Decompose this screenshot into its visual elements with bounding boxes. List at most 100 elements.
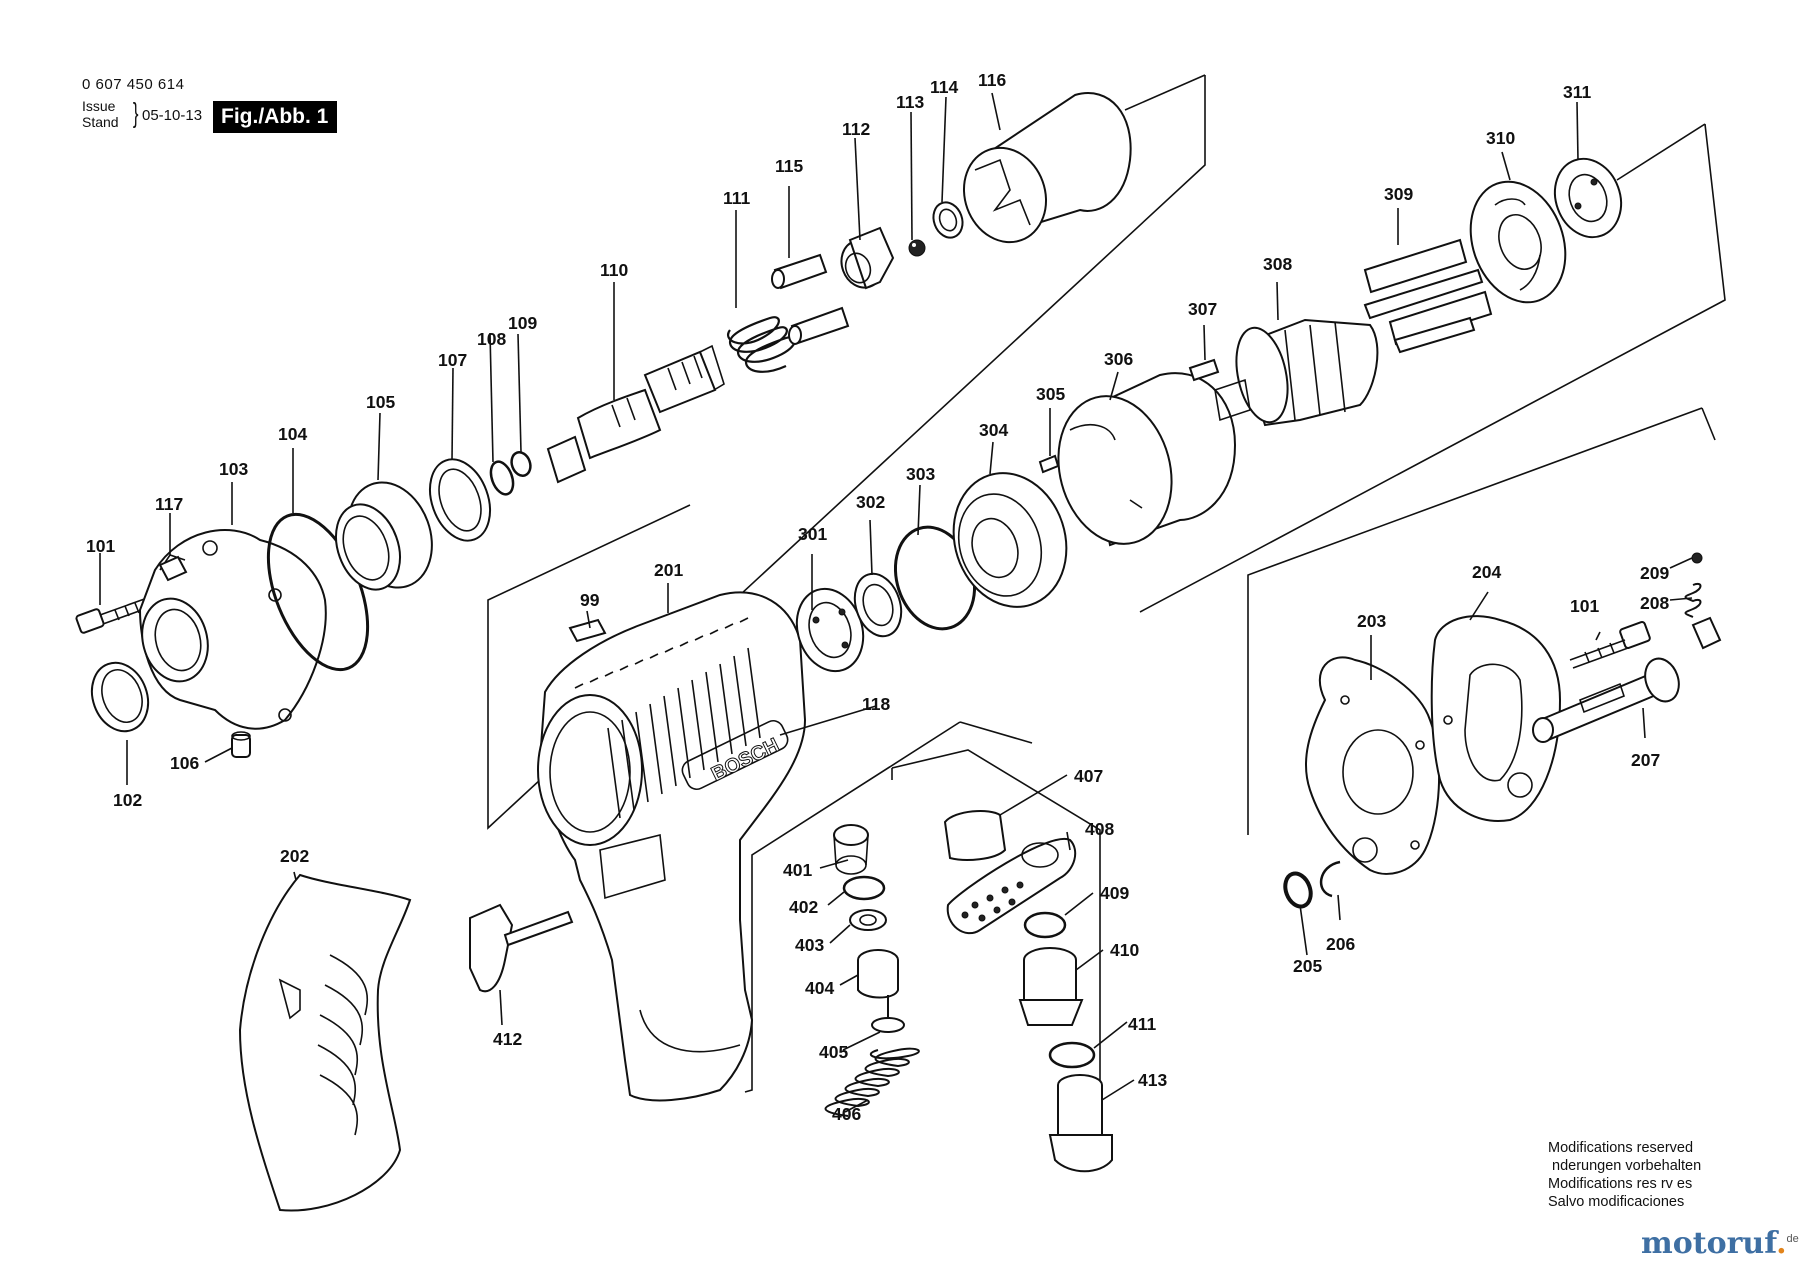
callout-112: 112 xyxy=(842,119,870,139)
callout-404: 404 xyxy=(805,978,834,998)
frame-line-116 xyxy=(1124,74,1206,111)
part-209-ball xyxy=(1691,552,1703,564)
issue-label: Issue xyxy=(82,98,116,114)
callout-101-rear: 101 xyxy=(1570,596,1599,616)
part-103-front-cover xyxy=(138,529,327,730)
callout-408: 408 xyxy=(1085,819,1114,839)
figure-label: Fig./Abb. 1 xyxy=(213,101,338,133)
callout-107: 107 xyxy=(438,350,467,370)
modifications-line-fr: Modifications res rv es xyxy=(1548,1176,1693,1192)
part-207-valve-rod xyxy=(1532,657,1680,743)
issue-stand-label: Issue Stand xyxy=(82,98,119,130)
callout-103: 103 xyxy=(219,459,248,479)
callout-201: 201 xyxy=(654,560,683,580)
frame-100-group xyxy=(487,75,1206,830)
callout-108: 108 xyxy=(477,329,506,349)
part-304-end-plate xyxy=(952,472,1068,608)
callout-101: 101 xyxy=(86,536,115,556)
callout-402: 402 xyxy=(789,897,818,917)
callout-305: 305 xyxy=(1036,384,1065,404)
frame-400-group-c xyxy=(891,749,1101,1160)
frame-line-311 xyxy=(1616,123,1706,181)
frame-300-group xyxy=(1139,123,1726,613)
part-101b-screw xyxy=(1569,621,1651,669)
brand-dot: . xyxy=(1776,1226,1787,1261)
part-117-lug xyxy=(158,555,188,582)
part-307-pin xyxy=(1188,358,1220,382)
part-108-washer xyxy=(489,460,515,496)
part-116-hammer-cage xyxy=(962,92,1132,244)
modifications-line-de: nderungen vorbehalten xyxy=(1548,1158,1702,1174)
callout-118: 118 xyxy=(862,694,890,714)
callout-207: 207 xyxy=(1631,750,1660,770)
callout-303: 303 xyxy=(906,464,935,484)
callout-109: 109 xyxy=(508,313,537,333)
callout-310: 310 xyxy=(1486,128,1515,148)
part-407-trigger-plate xyxy=(943,809,1007,861)
part-101-screw xyxy=(75,596,154,634)
callout-311: 311 xyxy=(1563,82,1591,102)
callout-114: 114 xyxy=(930,77,958,97)
leader-lines xyxy=(99,92,1693,1113)
watermark-logo: motoruf.de xyxy=(1641,1226,1799,1261)
part-201-housing xyxy=(537,591,807,1102)
part-102-seal xyxy=(90,661,150,733)
part-105-bushing xyxy=(335,481,433,591)
brand-name: motoruf xyxy=(1641,1226,1777,1261)
callout-208: 208 xyxy=(1640,593,1669,613)
part-310-rear-plate xyxy=(1469,180,1567,304)
part-409-o-ring xyxy=(1023,911,1067,939)
part-205-o-ring xyxy=(1283,871,1313,909)
callout-115: 115 xyxy=(775,156,803,176)
part-203-gasket xyxy=(1304,656,1441,875)
callout-307: 307 xyxy=(1188,299,1217,319)
part-110-anvil xyxy=(546,344,725,484)
callout-412: 412 xyxy=(493,1029,522,1049)
callout-99: 99 xyxy=(580,590,600,610)
part-302-spacer xyxy=(853,572,903,638)
frame-400-group-a xyxy=(744,721,961,1093)
part-408-filter xyxy=(946,837,1077,935)
callout-205: 205 xyxy=(1293,956,1322,976)
callout-116: 116 xyxy=(978,70,1006,90)
brace-glyph: } xyxy=(132,97,139,128)
callout-117: 117 xyxy=(155,494,183,514)
part-109-o-ring xyxy=(510,451,532,477)
callout-403: 403 xyxy=(795,935,824,955)
part-208b-detent xyxy=(1691,616,1722,650)
part-112-cam xyxy=(840,226,895,290)
issue-date: 05-10-13 xyxy=(142,107,203,124)
part-206-circlip xyxy=(1319,860,1341,898)
callout-104: 104 xyxy=(278,424,307,444)
part-number: 0 607 450 614 xyxy=(82,76,185,93)
callout-102: 102 xyxy=(113,790,142,810)
modifications-line-en: Modifications reserved xyxy=(1548,1140,1694,1156)
callout-308: 308 xyxy=(1263,254,1292,274)
callout-209: 209 xyxy=(1640,563,1669,583)
part-204-back-cap xyxy=(1430,615,1562,822)
callout-304: 304 xyxy=(979,420,1008,440)
callout-401: 401 xyxy=(783,860,812,880)
part-309-vanes xyxy=(1363,238,1493,354)
stand-label: Stand xyxy=(82,114,119,130)
callout-406: 406 xyxy=(832,1104,861,1124)
part-114-washer xyxy=(932,201,964,239)
part-305-pin xyxy=(1038,454,1060,474)
group-frames xyxy=(487,74,1726,1160)
callout-405: 405 xyxy=(819,1042,848,1062)
part-202-grip xyxy=(238,873,412,1212)
modifications-line-es: Salvo modificaciones xyxy=(1548,1194,1685,1210)
callout-105: 105 xyxy=(366,392,395,412)
frame-line-209 xyxy=(1701,407,1716,441)
part-99-label xyxy=(568,618,607,643)
callout-204: 204 xyxy=(1472,562,1501,582)
callout-labels: 101 102 103 104 105 106 107 108 109 110 … xyxy=(86,70,1669,1124)
callout-309: 309 xyxy=(1384,184,1413,204)
part-111-spring xyxy=(727,316,796,373)
part-411-o-ring xyxy=(1048,1041,1096,1069)
part-115-pins xyxy=(771,253,850,345)
part-311-bearing xyxy=(1553,157,1623,239)
part-405-valve xyxy=(871,995,905,1033)
brand-suffix: de xyxy=(1786,1233,1799,1245)
